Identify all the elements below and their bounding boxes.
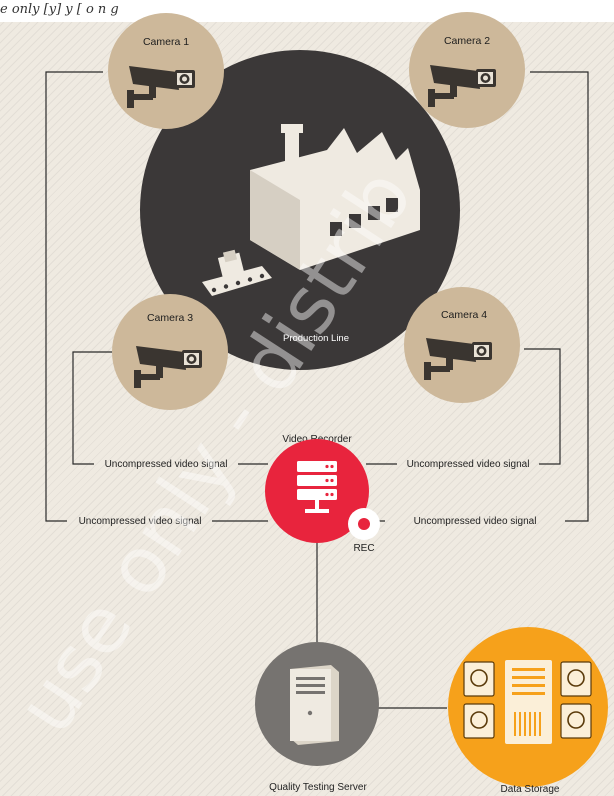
signal-label-cam4: Uncompressed video signal bbox=[407, 459, 530, 470]
signal-label-cam3: Uncompressed video signal bbox=[105, 459, 228, 470]
storage-tower-icon bbox=[505, 660, 552, 744]
cam1-connector bbox=[45, 71, 103, 522]
rec-indicator bbox=[348, 508, 380, 540]
server-rack-icon bbox=[297, 461, 337, 513]
cam2-connector bbox=[530, 71, 589, 522]
signal-label-cam2: Uncompressed video signal bbox=[414, 516, 537, 527]
rec-label: REC bbox=[353, 543, 374, 554]
cam3-connector bbox=[72, 351, 116, 465]
camera-3-label: Camera 3 bbox=[147, 312, 193, 324]
quality-testing-server-label: Quality Testing Server bbox=[269, 782, 367, 793]
camera-4: Camera 4 bbox=[404, 287, 520, 403]
camera-2-label: Camera 2 bbox=[444, 35, 490, 47]
connector-lines bbox=[45, 71, 589, 709]
video-recorder bbox=[265, 439, 369, 543]
data-storage bbox=[448, 627, 608, 787]
quality-testing-server bbox=[255, 642, 379, 766]
production-line-label: Production Line bbox=[283, 333, 349, 344]
camera-2: Camera 2 bbox=[409, 12, 525, 128]
camera-1: Camera 1 bbox=[108, 13, 224, 129]
camera-4-label: Camera 4 bbox=[441, 309, 487, 321]
camera-1-label: Camera 1 bbox=[143, 36, 189, 48]
signal-label-cam1: Uncompressed video signal bbox=[79, 516, 202, 527]
factory-icon bbox=[250, 124, 420, 270]
conveyor-icon bbox=[202, 249, 272, 296]
camera-3: Camera 3 bbox=[112, 294, 228, 410]
top-strip-text: e only [y] y [ o n g bbox=[0, 2, 119, 17]
data-storage-label: Data Storage bbox=[501, 784, 560, 795]
cam4-connector bbox=[524, 348, 561, 465]
server-tower-icon bbox=[290, 665, 339, 745]
hard-drive-icons bbox=[463, 661, 592, 739]
